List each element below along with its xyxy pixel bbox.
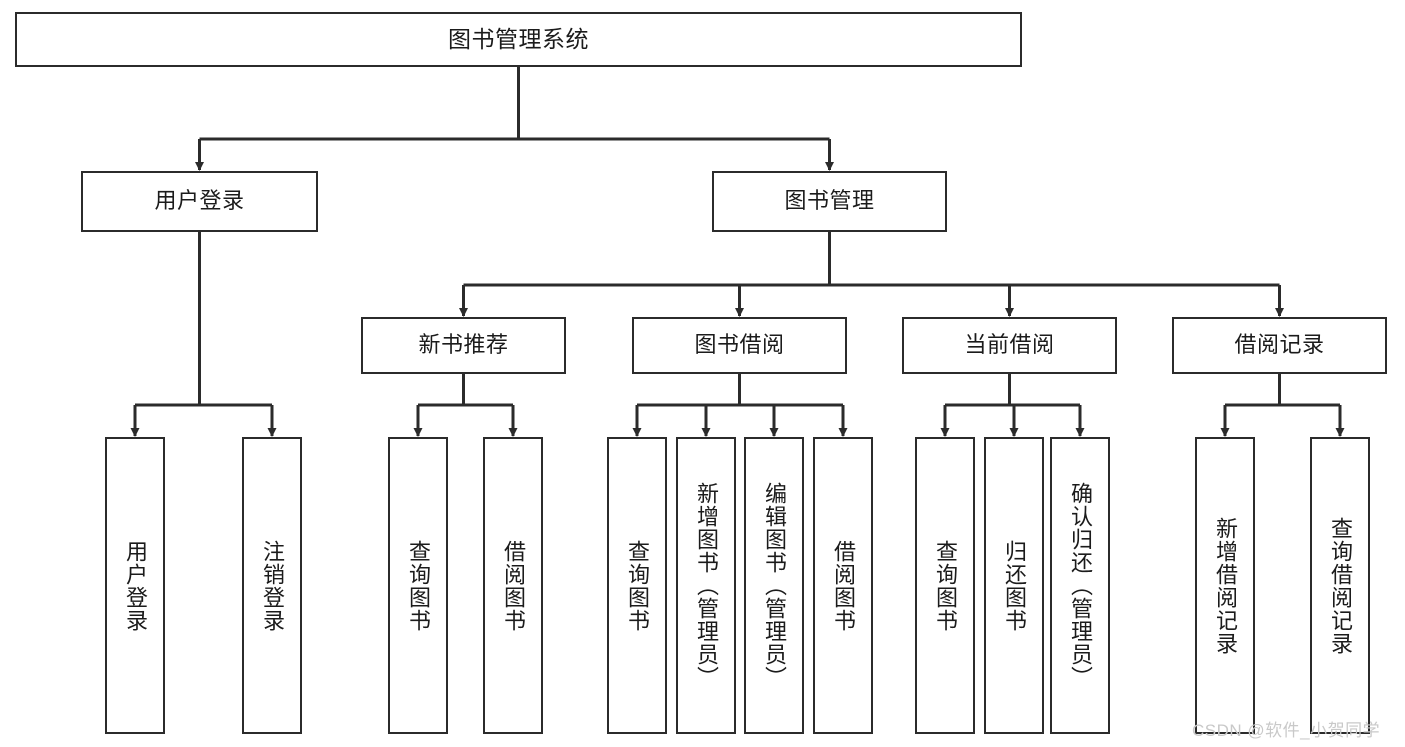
node-label-leaf-borrow-1: 借阅图书 <box>500 539 526 632</box>
node-new-book-rec[interactable]: 新书推荐 <box>361 317 566 374</box>
node-book-manage[interactable]: 图书管理 <box>712 171 947 232</box>
node-leaf-query-1[interactable]: 查询图书 <box>388 437 448 734</box>
node-current-borrow[interactable]: 当前借阅 <box>902 317 1117 374</box>
node-label-user-login: 用户登录 <box>154 188 245 214</box>
node-label-leaf-add-book: 新增图书（管理员） <box>693 482 719 689</box>
node-label-root: 图书管理系统 <box>448 25 589 52</box>
node-leaf-add-book[interactable]: 新增图书（管理员） <box>676 437 736 734</box>
node-leaf-edit-book[interactable]: 编辑图书（管理员） <box>744 437 804 734</box>
node-label-leaf-add-record: 新增借阅记录 <box>1212 516 1238 655</box>
node-label-leaf-query-1: 查询图书 <box>405 539 431 632</box>
node-label-new-book-rec: 新书推荐 <box>418 332 509 358</box>
node-leaf-return[interactable]: 归还图书 <box>984 437 1044 734</box>
node-user-login[interactable]: 用户登录 <box>81 171 318 232</box>
node-label-current-borrow: 当前借阅 <box>964 332 1055 358</box>
node-label-leaf-query-3: 查询图书 <box>932 539 958 632</box>
node-label-borrow-record: 借阅记录 <box>1234 332 1325 358</box>
node-borrow-record[interactable]: 借阅记录 <box>1172 317 1387 374</box>
node-leaf-borrow-2[interactable]: 借阅图书 <box>813 437 873 734</box>
edge-group <box>130 67 1345 437</box>
node-leaf-confirm[interactable]: 确认归还（管理员） <box>1050 437 1110 734</box>
node-label-leaf-qry-record: 查询借阅记录 <box>1327 516 1353 655</box>
node-label-book-manage: 图书管理 <box>784 188 875 214</box>
node-leaf-query-2[interactable]: 查询图书 <box>607 437 667 734</box>
node-book-borrow[interactable]: 图书借阅 <box>632 317 847 374</box>
node-label-leaf-user-login: 用户登录 <box>122 539 148 632</box>
node-leaf-borrow-1[interactable]: 借阅图书 <box>483 437 543 734</box>
node-root[interactable]: 图书管理系统 <box>15 12 1022 67</box>
node-leaf-logout[interactable]: 注销登录 <box>242 437 302 734</box>
node-leaf-add-record[interactable]: 新增借阅记录 <box>1195 437 1255 734</box>
node-label-leaf-return: 归还图书 <box>1001 539 1027 632</box>
node-leaf-user-login[interactable]: 用户登录 <box>105 437 165 734</box>
node-leaf-query-3[interactable]: 查询图书 <box>915 437 975 734</box>
node-label-leaf-borrow-2: 借阅图书 <box>830 539 856 632</box>
node-label-book-borrow: 图书借阅 <box>694 332 785 358</box>
node-label-leaf-confirm: 确认归还（管理员） <box>1067 482 1093 689</box>
node-label-leaf-edit-book: 编辑图书（管理员） <box>761 482 787 689</box>
node-label-leaf-logout: 注销登录 <box>259 539 285 632</box>
node-leaf-qry-record[interactable]: 查询借阅记录 <box>1310 437 1370 734</box>
node-label-leaf-query-2: 查询图书 <box>624 539 650 632</box>
